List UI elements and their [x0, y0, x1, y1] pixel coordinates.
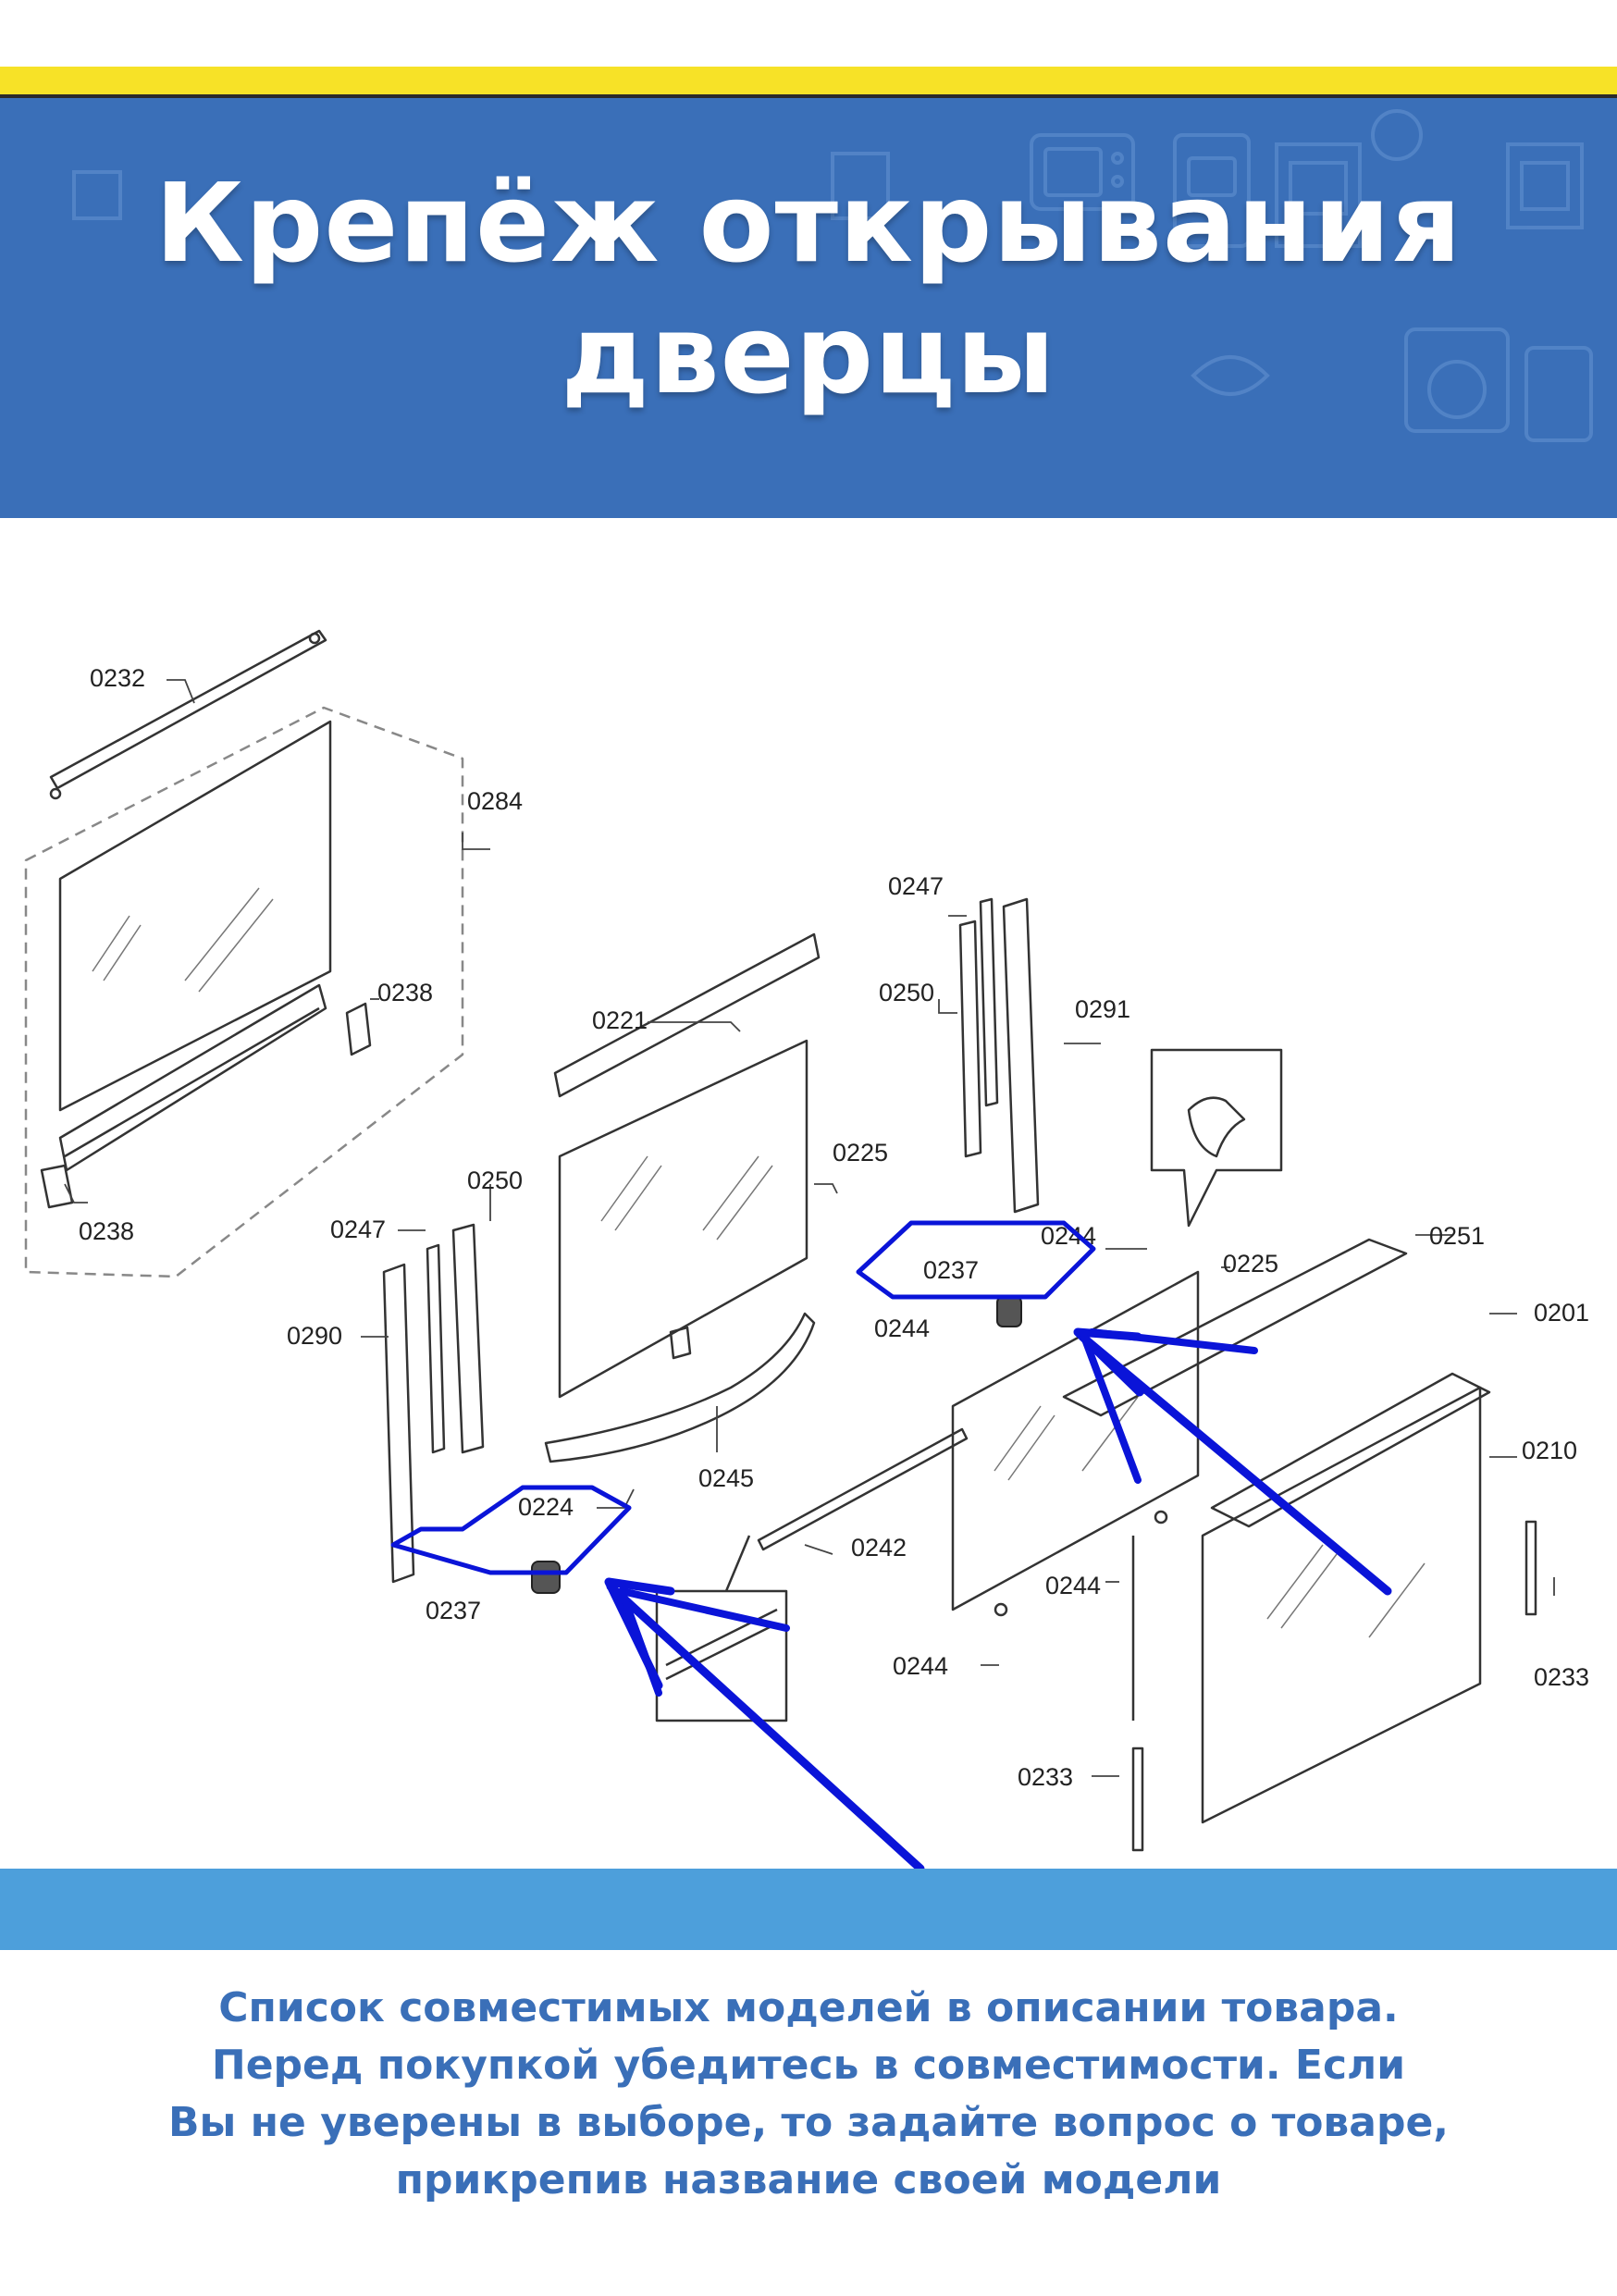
page-title: Крепёж открывания дверцы [0, 157, 1617, 420]
lower-profile [58, 983, 327, 1172]
label-0225-right: 0225 [1223, 1250, 1278, 1278]
top-margin [0, 0, 1617, 67]
header-banner [0, 98, 1617, 518]
yellow-stripe [0, 67, 1617, 98]
footer-line-4: прикрепив название своей модели [395, 2156, 1222, 2203]
glass-panel-outer [58, 720, 332, 1112]
label-0201: 0201 [1534, 1299, 1589, 1327]
handle-0251 [1062, 1238, 1408, 1417]
title-line-2: дверцы [561, 290, 1056, 418]
label-0232: 0232 [90, 664, 145, 692]
label-0247-left: 0247 [330, 1216, 386, 1243]
footer-line-1: Список совместимых моделей в описании то… [218, 1984, 1399, 2031]
handle-bracket-0224 [544, 1312, 816, 1463]
title-line-1: Крепёж открывания [154, 159, 1463, 287]
label-0284: 0284 [467, 787, 523, 815]
side-profile-0291 [1002, 897, 1040, 1214]
label-0291: 0291 [1075, 995, 1130, 1023]
handle-0201 [1210, 1372, 1491, 1528]
knob-0237-lower [531, 1561, 561, 1594]
label-0221: 0221 [592, 1006, 648, 1034]
glass-0225-middle [558, 1039, 808, 1399]
side-strip-0250-left [451, 1223, 485, 1454]
footer-line-3: Вы не уверены в выборе, то задайте вопро… [167, 2099, 1450, 2146]
label-0250-left: 0250 [467, 1167, 523, 1194]
compatibility-note: Список совместимых моделей в описании то… [37, 1980, 1580, 2209]
seal-0242 [757, 1427, 969, 1551]
side-profile-0290 [382, 1263, 415, 1584]
side-strip-0247-right [979, 897, 999, 1107]
bottom-accent-band [0, 1869, 1617, 1950]
top-rail-0232 [49, 629, 327, 790]
label-0242: 0242 [851, 1534, 907, 1562]
label-0237-upper: 0237 [923, 1256, 979, 1284]
detail-box-0244 [1150, 1048, 1283, 1228]
label-0237-lower: 0237 [426, 1597, 481, 1624]
rail-0221 [553, 932, 821, 1098]
hinge-0238-bottom [40, 1164, 74, 1209]
hinge-0238-top [345, 1002, 372, 1056]
glass-0225-right [951, 1270, 1200, 1611]
spring-0233-right [1524, 1520, 1537, 1616]
label-0244-lower-right: 0244 [1045, 1572, 1101, 1599]
label-0250-right: 0250 [879, 979, 934, 1006]
exploded-parts-diagram: 0232 0284 0238 0238 0221 0225 0250 0247 … [24, 629, 1589, 1869]
label-0247-right: 0247 [888, 872, 944, 900]
label-0245: 0245 [698, 1464, 754, 1492]
label-0233-bottom: 0233 [1018, 1763, 1073, 1791]
label-0290: 0290 [287, 1322, 342, 1350]
highlight-box-0237-lower [390, 1485, 632, 1575]
label-0238-bottom: 0238 [79, 1217, 134, 1245]
knob-0237-upper [996, 1296, 1022, 1327]
clip-0245 [669, 1326, 692, 1360]
label-0210: 0210 [1522, 1437, 1577, 1464]
label-0244-lower-left: 0244 [893, 1652, 948, 1680]
label-0233-right: 0233 [1534, 1663, 1589, 1691]
side-strip-0247-left [426, 1243, 446, 1454]
label-0244-mid: 0244 [874, 1315, 930, 1342]
spring-0233-bottom [1131, 1747, 1144, 1852]
footer-line-2: Перед покупкой убедитесь в совместимости… [211, 2042, 1406, 2089]
glass-assembly-outline [24, 706, 464, 1278]
appliance-icons-pattern [72, 109, 1593, 442]
label-0251: 0251 [1429, 1222, 1485, 1250]
label-0238-top: 0238 [377, 979, 433, 1006]
label-0224: 0224 [518, 1493, 574, 1521]
highlight-box-0237-upper [856, 1220, 1096, 1300]
label-0225-middle: 0225 [833, 1139, 888, 1167]
outer-door-0210 [1201, 1386, 1482, 1824]
side-strip-0250-right [958, 920, 982, 1158]
